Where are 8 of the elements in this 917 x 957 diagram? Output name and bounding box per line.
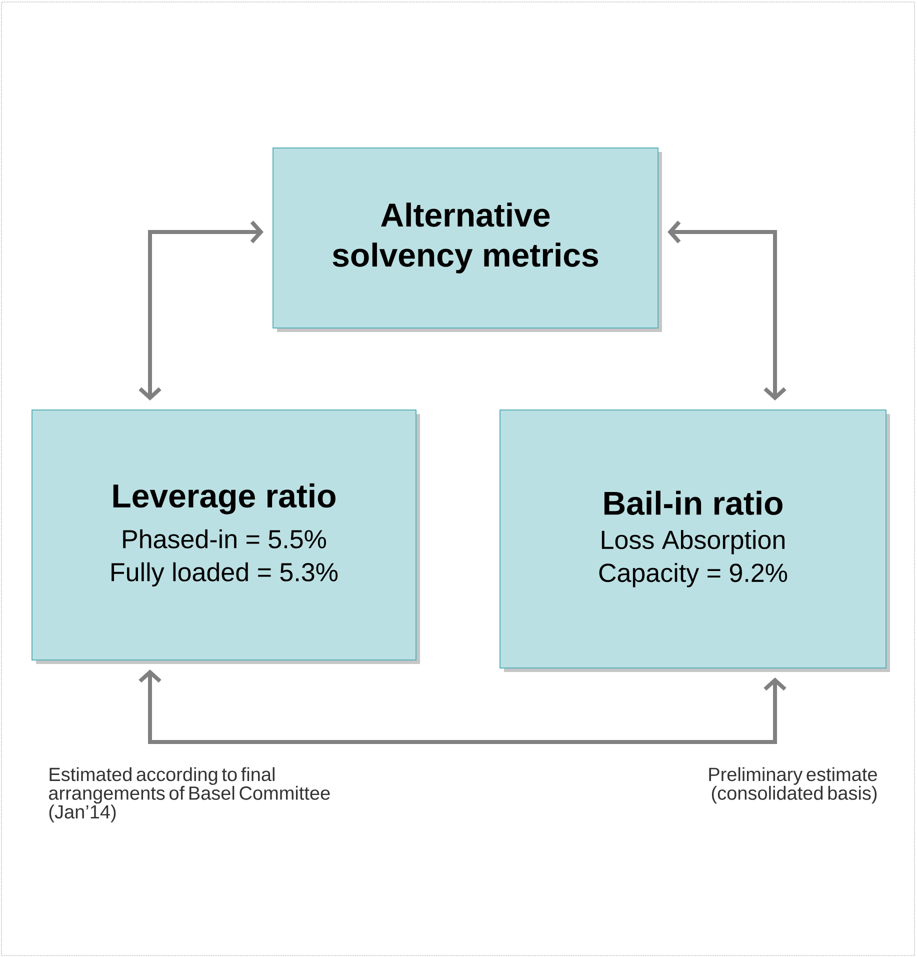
note-text: Preliminary estimate (consolidated basis) xyxy=(709,767,877,804)
metric-box: Leverage ratio Phased-in = 5.5% Fully loaded = 5.3% xyxy=(32,410,420,664)
arrow xyxy=(668,220,786,400)
metric-box: Alternative solvency metrics xyxy=(272,147,662,332)
arrow xyxy=(138,220,264,400)
metric-box: Bail-in ratio Loss Absorption Capacity = 9.2% xyxy=(500,410,890,672)
note-text: Estimated according to final arrangements of Basel Committee (Jan’14) xyxy=(49,767,330,822)
arrow xyxy=(138,670,786,744)
